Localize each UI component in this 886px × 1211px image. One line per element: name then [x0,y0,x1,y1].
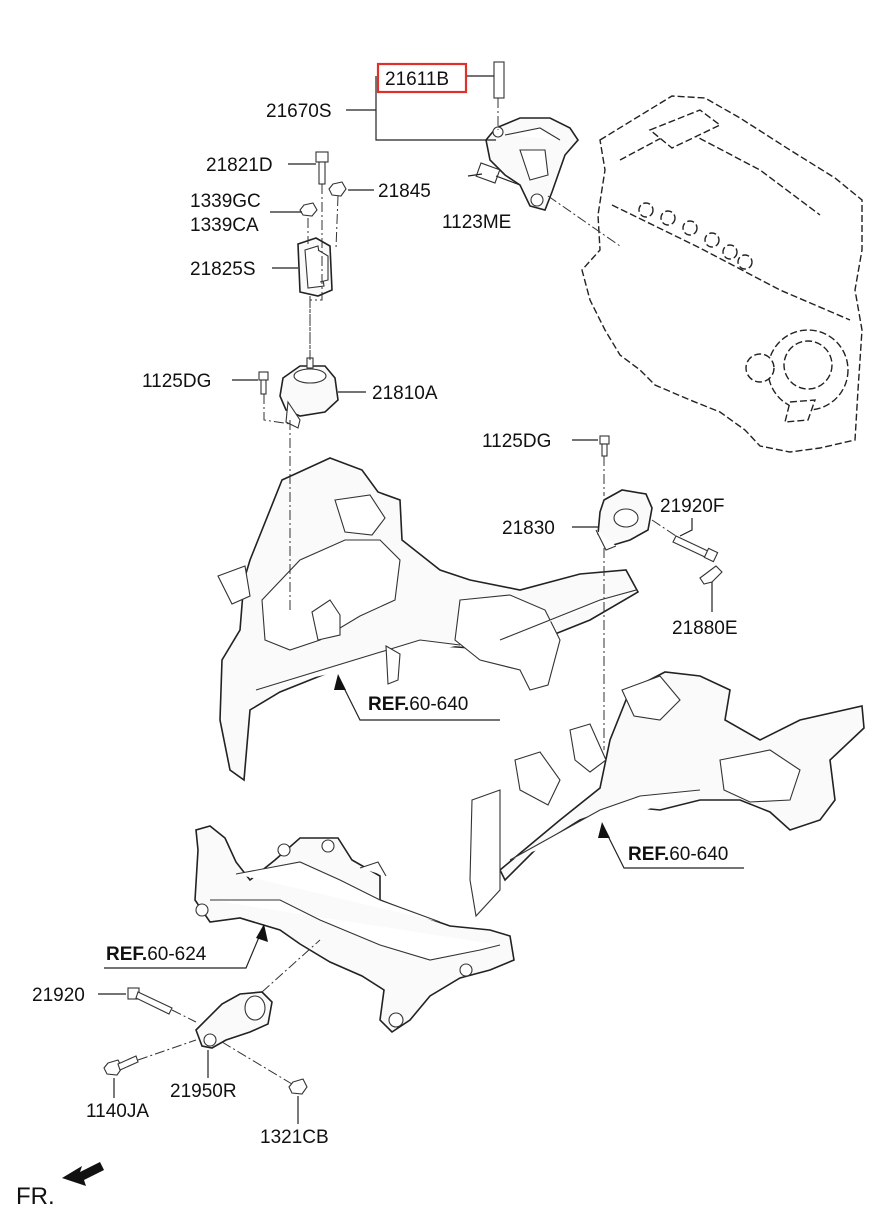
label-1339GC[interactable]: 1339GC [190,191,261,212]
label-1339CA[interactable]: 1339CA [190,215,259,236]
label-21810A[interactable]: 21810A [372,383,438,404]
engine-mount-bracket [475,61,580,211]
label-21880E[interactable]: 21880E [672,618,738,639]
ref-60-640-right[interactable]: REF.60-640 [628,844,728,865]
nut-1339 [299,202,318,217]
right-side-member [469,671,865,918]
clip-21880E [699,565,723,585]
bolt-1125DG-right [599,435,610,457]
ref-60-640-right-prefix: REF. [628,844,669,865]
ref-60-624-number: 60-624 [147,944,207,965]
ref-arrows [104,674,744,969]
subframe [194,825,515,1034]
label-21670S[interactable]: 21670S [266,101,332,122]
engine-block [581,95,863,453]
front-direction-arrow-icon [62,1162,104,1186]
bolt-21920 [127,987,173,1015]
label-21830[interactable]: 21830 [502,518,555,539]
label-21821D[interactable]: 21821D [206,155,273,176]
nut-21845 [328,181,347,197]
bracket-21825S [297,237,333,297]
bolt-1140JA [103,1055,139,1076]
highlight-box [376,62,468,94]
ref-60-624[interactable]: REF.60-624 [106,944,207,965]
label-21611B[interactable]: 21611B [385,69,449,90]
label-21825S[interactable]: 21825S [190,259,256,280]
label-21920[interactable]: 21920 [32,985,85,1006]
mount-21810A [279,357,339,429]
label-1140JA[interactable]: 1140JA [86,1101,149,1122]
ref-60-640-left-number: 60-640 [409,694,468,715]
bolt-21821D [315,151,329,185]
leader-lines [98,75,713,1124]
label-1123ME[interactable]: 1123ME [442,212,511,233]
ref-60-640-left[interactable]: REF.60-640 [368,694,468,715]
ref-60-640-left-prefix: REF. [368,694,409,715]
left-side-member [217,457,640,782]
label-21950R[interactable]: 21950R [170,1081,237,1102]
ref-60-640-right-number: 60-640 [669,844,728,865]
bolt-1125DG-left [258,371,269,395]
front-label: FR. [16,1183,55,1210]
label-1321CB[interactable]: 1321CB [260,1127,329,1148]
label-21920F[interactable]: 21920F [660,496,724,517]
label-1125DG-right[interactable]: 1125DG [482,431,551,452]
mount-21830 [595,489,653,551]
rear-roll-mount-21950R [195,991,273,1049]
label-1125DG-left[interactable]: 1125DG [142,371,211,392]
label-21845[interactable]: 21845 [378,181,431,202]
bolt-21920F [672,535,719,563]
ref-60-624-prefix: REF. [106,944,147,965]
nut-1321CB [288,1078,308,1095]
